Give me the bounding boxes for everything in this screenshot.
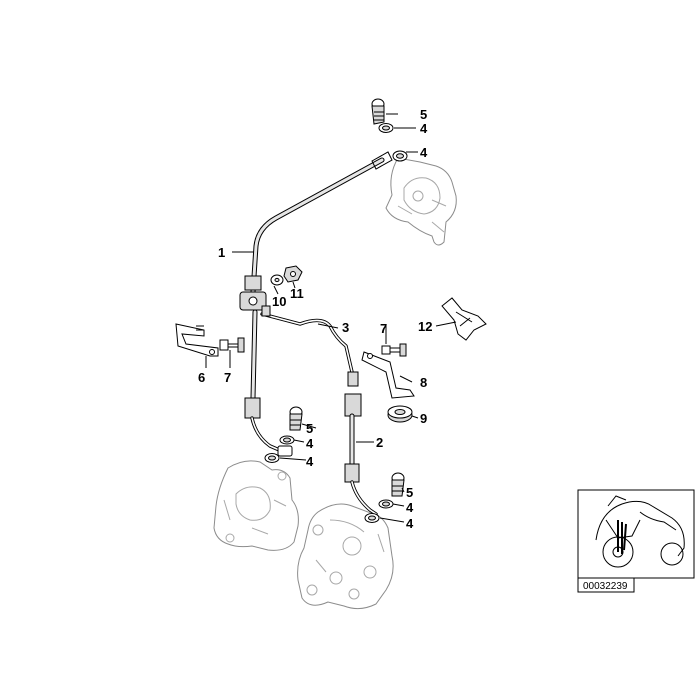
callout-4-right-a: 4 <box>406 500 414 515</box>
banjo-bolt-5-left <box>289 406 303 431</box>
banjo-bolt-5-right <box>391 472 405 497</box>
callout-1: 1 <box>218 245 225 260</box>
callout-6: 6 <box>198 370 205 385</box>
callout-4-right-b: 4 <box>406 516 414 531</box>
grommet-9 <box>387 405 413 423</box>
sealing-ring-4-left-b <box>264 453 280 463</box>
right-caliper-outline <box>297 503 394 610</box>
callout-4-left-a: 4 <box>306 436 314 451</box>
callout-8: 8 <box>420 375 427 390</box>
callout-5-top: 5 <box>420 107 427 122</box>
callout-4-left-b: 4 <box>306 454 314 469</box>
callout-12: 12 <box>418 319 432 334</box>
callout-7-left: 7 <box>224 370 231 385</box>
motorcycle-inset-thumbnail: 00032239 <box>577 489 695 593</box>
callout-9: 9 <box>420 411 427 426</box>
bolt-7-left <box>219 337 245 353</box>
brake-hose-left-caliper <box>244 309 293 457</box>
nut-11 <box>283 265 303 283</box>
brake-hose-2 <box>344 393 378 516</box>
callout-5-left: 5 <box>306 421 313 436</box>
washer-10 <box>270 274 284 286</box>
t-piece-distributor <box>239 291 271 317</box>
leader-lines <box>205 113 457 523</box>
banjo-bolt-5-top <box>371 98 385 125</box>
sealing-ring-4-right-a <box>378 499 394 509</box>
bracket-8 <box>361 351 415 399</box>
left-caliper-outline <box>213 460 299 551</box>
sealing-ring-4-top-b <box>392 150 408 162</box>
callout-5-right: 5 <box>406 485 413 500</box>
clip-12 <box>441 297 487 341</box>
callout-2: 2 <box>376 435 383 450</box>
sealing-ring-4-top-a <box>378 123 394 133</box>
bracket-6 <box>175 323 219 357</box>
callout-10: 10 <box>272 294 286 309</box>
sealing-ring-4-left-a <box>279 435 295 445</box>
callout-4-top-a: 4 <box>420 121 428 136</box>
callout-4-top-b: 4 <box>420 145 428 160</box>
callout-11: 11 <box>290 286 304 301</box>
callout-7-right: 7 <box>380 321 387 336</box>
bolt-7-right <box>381 343 407 357</box>
sealing-ring-4-right-b <box>364 513 380 523</box>
brake-hose-main <box>244 151 393 295</box>
callout-labels: 1 2 3 5 4 4 11 10 12 7 6 7 8 9 5 4 4 5 4… <box>198 107 432 531</box>
reference-id: 00032239 <box>583 581 628 592</box>
callout-3: 3 <box>342 320 349 335</box>
master-cylinder-outline <box>385 157 457 246</box>
bolt-bracket-6 <box>196 325 204 331</box>
